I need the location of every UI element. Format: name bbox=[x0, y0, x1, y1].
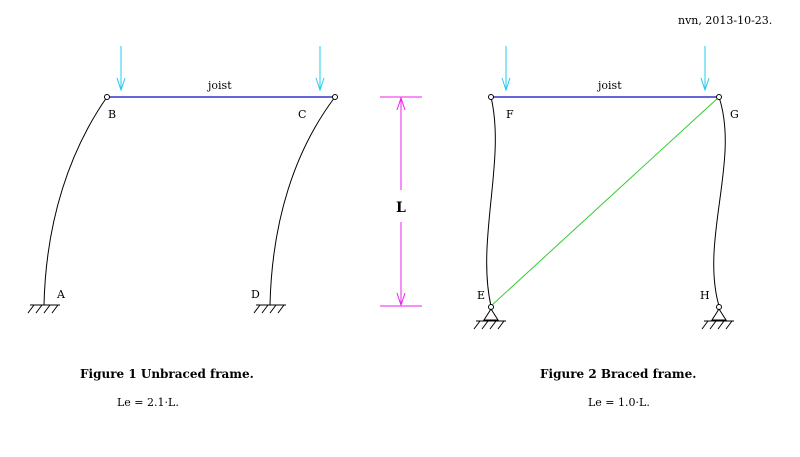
figure2-pin-f bbox=[488, 94, 494, 100]
figure1-unbraced-frame: joist B C A D Figure 1 Unbraced frame. bbox=[27, 46, 338, 409]
figure1-load-arrow-right bbox=[315, 46, 325, 92]
figure2-column-right bbox=[713, 96, 726, 307]
figure1-joist-label: joist bbox=[206, 79, 232, 92]
length-dimension bbox=[380, 96, 422, 307]
figure1-column-right bbox=[269, 96, 336, 306]
figure2-node-f: F bbox=[506, 108, 514, 121]
figure2-joist-label: joist bbox=[596, 79, 622, 92]
length-label: L bbox=[396, 200, 406, 216]
figure1-pin-c bbox=[332, 94, 338, 100]
figure1-node-c: C bbox=[298, 108, 306, 121]
figure2-pin-g bbox=[716, 94, 722, 100]
figure2-pin-support-h bbox=[701, 304, 734, 330]
figure2-formula: Le = 1.0·L. bbox=[588, 396, 650, 409]
author-note: nvn, 2013-10-23. bbox=[678, 14, 772, 27]
figure2-column-left bbox=[486, 96, 496, 307]
figure1-caption: Figure 1 Unbraced frame. bbox=[80, 367, 254, 381]
figure2-node-e: E bbox=[477, 289, 485, 302]
figure1-node-b: B bbox=[108, 108, 116, 121]
figure1-column-left bbox=[43, 96, 108, 306]
figure1-fixed-support-d bbox=[253, 304, 286, 314]
figure2-node-h: H bbox=[700, 289, 710, 302]
figure2-braced-frame: joist F G E bbox=[473, 46, 739, 409]
figure2-load-arrow-left bbox=[501, 46, 511, 92]
figure1-pin-b bbox=[104, 94, 110, 100]
figure1-node-a: A bbox=[56, 288, 66, 301]
figure2-load-arrow-right bbox=[700, 46, 710, 92]
figure1-load-arrow-left bbox=[116, 46, 126, 92]
figure1-formula: Le = 2.1·L. bbox=[117, 396, 179, 409]
figure2-pin-support-e bbox=[473, 304, 506, 330]
figure1-fixed-support-a bbox=[27, 304, 60, 314]
figure1-node-d: D bbox=[251, 288, 260, 301]
figure2-caption: Figure 2 Braced frame. bbox=[540, 367, 696, 381]
figure2-node-g: G bbox=[730, 108, 739, 121]
figure2-brace bbox=[490, 96, 720, 307]
